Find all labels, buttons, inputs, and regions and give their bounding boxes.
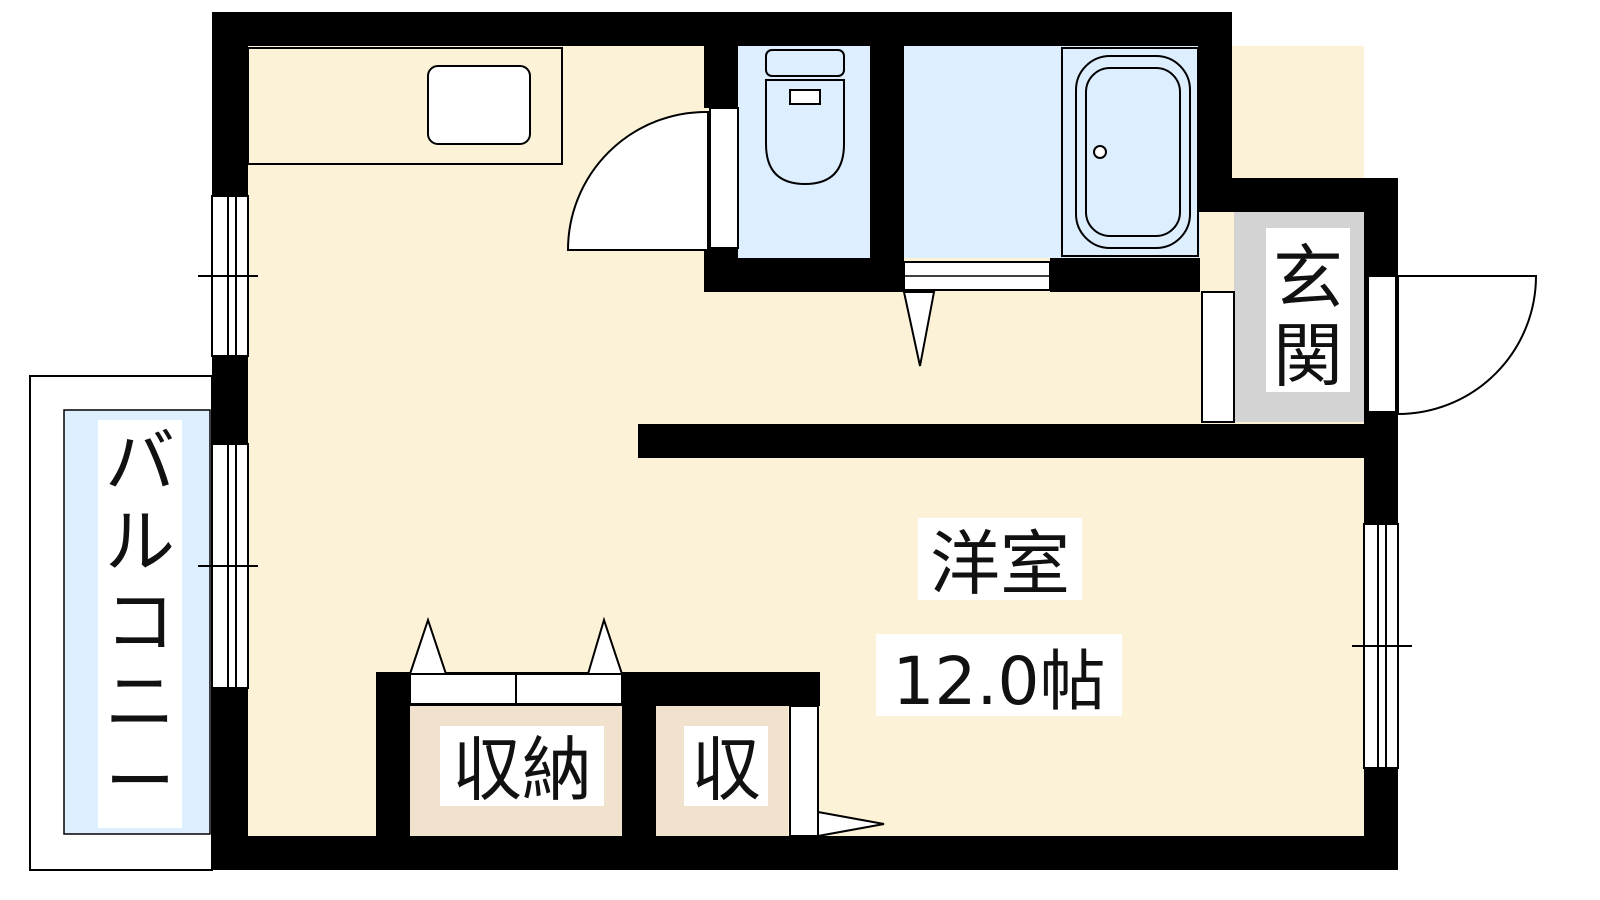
entrance-label-char: 玄 [1273, 237, 1343, 319]
balcony-inner-outline [63, 409, 211, 835]
storage-label: 収納 [452, 729, 592, 811]
western-room-size: 12.0帖 [893, 643, 1106, 720]
door-swing-icon [1201, 275, 1538, 423]
entrance-label-char: 関 [1273, 315, 1343, 397]
western-room-label: 洋室 [930, 523, 1070, 605]
door-swing-icon [566, 107, 739, 251]
storage-door-icon [408, 616, 624, 705]
balcony-label-char: バ [105, 421, 175, 503]
balcony-label-char: ニ [105, 661, 175, 743]
sink-icon [427, 65, 531, 145]
window-icon [1352, 523, 1412, 769]
window-icon [198, 195, 258, 357]
walls [212, 12, 1398, 870]
bathtub-icon [1061, 47, 1199, 257]
small-storage-door-icon [789, 705, 885, 838]
toilet-icon [765, 49, 845, 186]
balcony-label: バ ル コ ニ ー [105, 421, 175, 823]
door-icon [902, 261, 1051, 367]
entrance-label: 玄 関 [1273, 237, 1343, 397]
small-storage-label: 収 [691, 729, 761, 811]
balcony-label-char: ル [105, 501, 175, 583]
balcony-label-char: ー [105, 741, 175, 823]
window-icon [198, 443, 258, 689]
balcony-label-char: コ [105, 581, 175, 663]
